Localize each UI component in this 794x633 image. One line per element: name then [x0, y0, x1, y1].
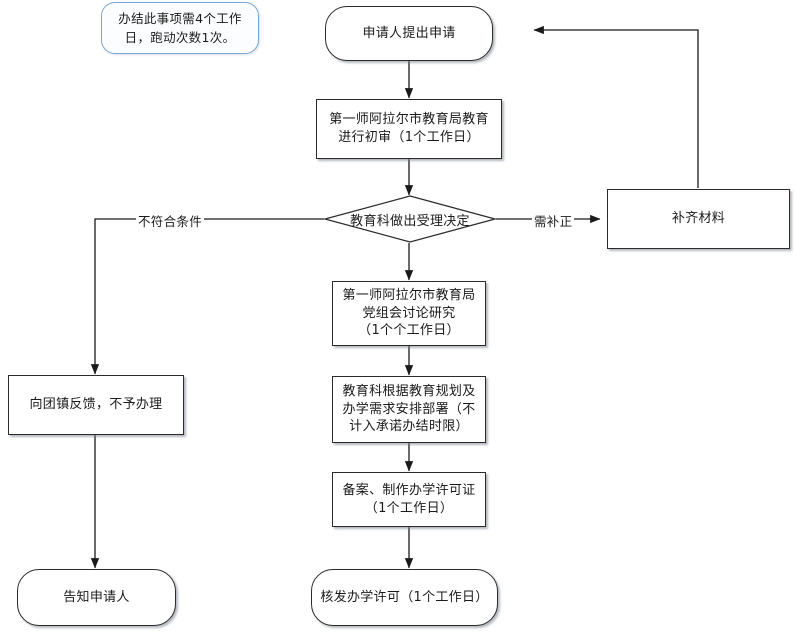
decision-diamond-shape [322, 195, 498, 243]
node-record-make[interactable]: 备案、制作办学许可证 （1个工作日） [332, 472, 486, 527]
edge-decision-to-feedback [90, 218, 324, 375]
node-arrange[interactable]: 教育科根据教育规划及 办学需求安排部署（不 计入承诺办结时限） [332, 376, 486, 443]
node-arrange-label: 教育科根据教育规划及 办学需求安排部署（不 计入承诺办结时限） [342, 383, 476, 435]
node-party-meeting[interactable]: 第一师阿拉尔市教育局 党组会讨论研究 （1个个工作日） [332, 281, 486, 346]
edge-label-not-qualified: 不符合条件 [136, 211, 205, 230]
node-start-label: 申请人提出申请 [362, 25, 456, 41]
node-decision-label: 教育科做出受理决定 [350, 213, 470, 229]
node-decision[interactable]: 教育科做出受理决定 [322, 195, 498, 243]
node-first-review-label: 第一师阿拉尔市教育局教育 进行初审（1个工作日） [329, 112, 489, 145]
note-box: 办结此事项需4个工作 日，跑动次数1次。 [101, 2, 259, 54]
edge-supplement-to-start [533, 25, 699, 188]
node-feedback-reject[interactable]: 向团镇反馈，不予办理 [8, 375, 184, 435]
node-notify-applicant-label: 告知申请人 [63, 589, 130, 605]
note-text: 办结此事项需4个工作 日，跑动次数1次。 [118, 10, 242, 45]
node-supplement-label: 补齐材料 [671, 211, 726, 227]
node-notify-applicant[interactable]: 告知申请人 [17, 569, 176, 626]
node-supplement[interactable]: 补齐材料 [607, 189, 790, 249]
node-issue-license-label: 核发办学许可（1个工作日） [320, 589, 489, 605]
node-record-make-label: 备案、制作办学许可证 （1个工作日） [342, 482, 476, 516]
node-feedback-reject-label: 向团镇反馈，不予办理 [29, 397, 163, 413]
edge-label-need-supplement: 需补正 [532, 211, 575, 230]
node-first-review[interactable]: 第一师阿拉尔市教育局教育 进行初审（1个工作日） [316, 99, 502, 159]
node-party-meeting-label: 第一师阿拉尔市教育局 党组会讨论研究 （1个个工作日） [342, 287, 476, 339]
node-issue-license[interactable]: 核发办学许可（1个工作日） [311, 569, 498, 626]
node-start[interactable]: 申请人提出申请 [325, 6, 493, 61]
